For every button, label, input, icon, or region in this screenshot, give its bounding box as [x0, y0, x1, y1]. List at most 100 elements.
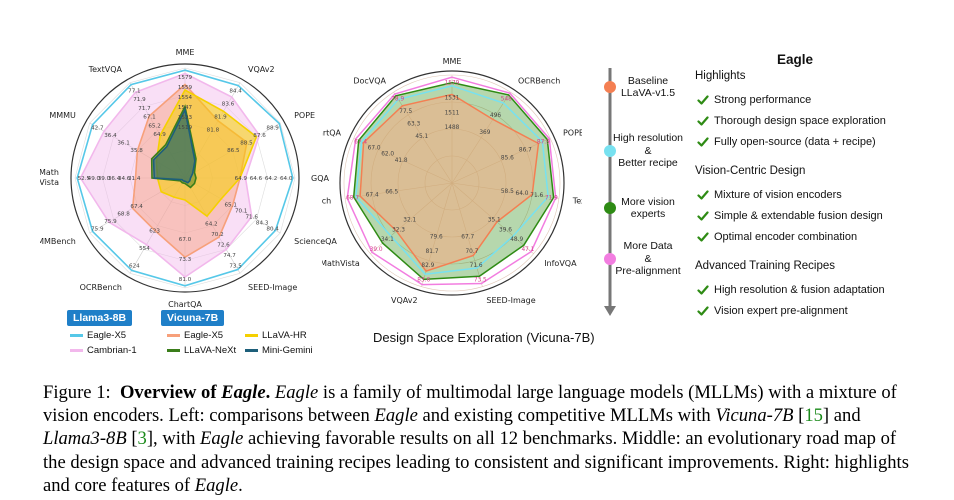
caption-text: Eagle: [194, 474, 239, 496]
caption-text: , with: [153, 428, 201, 450]
axis-label: ChartQA: [322, 128, 342, 137]
tick-label: 67.7: [461, 235, 474, 241]
tick-label: 70.2: [211, 232, 223, 238]
highlights-section-heading: Highlights: [695, 70, 746, 82]
tick-label: 58.5: [501, 189, 514, 195]
outer-ring: [339, 70, 565, 296]
highlight-item: High resolution & fusion adaptation: [697, 282, 885, 298]
tick-label: 82.9: [421, 263, 434, 269]
highlight-item: Strong performance: [697, 92, 811, 108]
axis-label: MMMU: [49, 111, 76, 120]
tick-label: 63.3: [407, 121, 420, 127]
tick-label: 64.2: [205, 222, 217, 228]
roadmap: [604, 68, 616, 316]
highlight-item: Simple & extendable fusion design: [697, 208, 883, 224]
tick-label: 31.4: [128, 176, 141, 182]
tick-label: 74.7: [223, 253, 236, 259]
check-icon: [697, 211, 709, 221]
citation-link[interactable]: 3: [137, 428, 147, 450]
caption-text: and existing competitive MLLMs with: [417, 405, 716, 427]
tick-label: 624: [129, 264, 140, 270]
caption-text: .: [238, 474, 243, 496]
axis-label: ScienceQA: [294, 237, 337, 246]
axis-label: ChartQA: [168, 300, 202, 308]
tick-label: 36.1: [117, 141, 130, 147]
tick-label: 71.6: [245, 215, 258, 221]
caption-text: Eagle: [200, 428, 244, 450]
tick-label: 81.8: [207, 128, 220, 134]
tick-label: 36.4: [108, 176, 121, 182]
tick-label: 1519: [178, 125, 193, 131]
caption-text: Eagle: [274, 382, 319, 403]
tick-label: 49.0: [88, 176, 101, 182]
axis-label: GQA: [311, 174, 329, 183]
tick-label: 68.7: [346, 195, 359, 201]
roadmap-stage-label: High resolution&Better recipe: [612, 132, 684, 170]
tick-label: 64.9: [153, 132, 166, 138]
axis-label: SEED-Image: [486, 296, 535, 305]
tick-label: 1488: [445, 125, 460, 131]
tick-label: 42.7: [91, 125, 104, 131]
tick-label: 496: [490, 113, 501, 119]
tick-label: 1579: [178, 75, 193, 81]
axis-label: MMBench: [40, 237, 76, 246]
tick-label: 1511: [445, 110, 460, 116]
citation-link[interactable]: 15: [804, 405, 823, 427]
axis-label: MME: [176, 48, 195, 57]
axis-label: InfoVQA: [544, 259, 577, 268]
legend-item: LLaVA-HR: [245, 330, 307, 341]
legend-tag-llama: Llama3-8B: [67, 310, 133, 326]
roadmap-stage-label: More Data&Pre-alignment: [615, 240, 681, 278]
tick-label: 52.5: [78, 176, 91, 182]
left-radar-chart: MME157915591554154715231519VQAv284.483.6…: [40, 48, 337, 308]
tick-label: 80.4: [266, 227, 279, 233]
tick-label: 67.1: [143, 115, 156, 121]
caption-text: Llama3-8B: [43, 428, 127, 450]
tick-label: 32.1: [403, 218, 416, 224]
roadmap-stage-marker: [604, 253, 616, 265]
tick-label: 41.8: [395, 158, 408, 164]
caption-text: achieving favorable results on all 12 be…: [43, 428, 909, 496]
axis-label: MMBench: [322, 196, 331, 205]
tick-label: 623: [149, 229, 160, 235]
highlight-item: Optimal encoder combination: [697, 229, 857, 245]
tick-label: 71.6: [530, 193, 543, 199]
axis-label: MathVista: [322, 259, 360, 268]
tick-label: 62.0: [381, 152, 394, 158]
tick-label: 75.9: [104, 219, 117, 225]
radar-series: [346, 76, 557, 286]
check-icon: [697, 137, 709, 147]
tick-label: 71.7: [138, 106, 151, 112]
highlight-item: Fully open-source (data + recipe): [697, 134, 876, 150]
tick-label: 548: [501, 97, 512, 103]
legend-item: Cambrian-1: [70, 345, 137, 356]
tick-label: 1523: [178, 115, 193, 121]
tick-label: 77.1: [128, 88, 141, 94]
axis-label: TextVQA: [88, 65, 123, 74]
axis-label: MME: [443, 57, 462, 66]
tick-label: 65.2: [148, 123, 160, 129]
caption-label: Figure 1:: [43, 382, 111, 403]
legend-item: Eagle-X5: [167, 330, 223, 341]
highlights-title: Eagle: [777, 52, 814, 67]
check-icon: [697, 285, 709, 295]
tick-label: 86.7: [519, 148, 532, 154]
tick-label: 83.6: [222, 101, 235, 107]
tick-label: 73.5: [474, 277, 487, 283]
tick-label: 36.4: [104, 133, 117, 139]
axis-label: POPE: [563, 128, 582, 137]
tick-label: 64.0: [516, 191, 529, 197]
outer-ring: [70, 63, 300, 293]
axis-label: VQAv2: [248, 65, 275, 74]
legend-tag-vicuna: Vicuna-7B: [161, 310, 225, 326]
tick-label: 1559: [178, 85, 193, 91]
caption-text: is a family of multimodal large language…: [43, 382, 897, 427]
tick-label: 64.2: [265, 176, 277, 182]
tick-label: 71.9: [545, 195, 558, 201]
tick-label: 1531: [445, 95, 460, 101]
tick-label: 67.4: [130, 204, 143, 210]
caption-text: and: [829, 405, 861, 427]
tick-label: 67.0: [368, 145, 381, 151]
middle-chart-title: Design Space Exploration (Vicuna-7B): [373, 330, 595, 345]
roadmap-arrow-head: [604, 306, 616, 316]
